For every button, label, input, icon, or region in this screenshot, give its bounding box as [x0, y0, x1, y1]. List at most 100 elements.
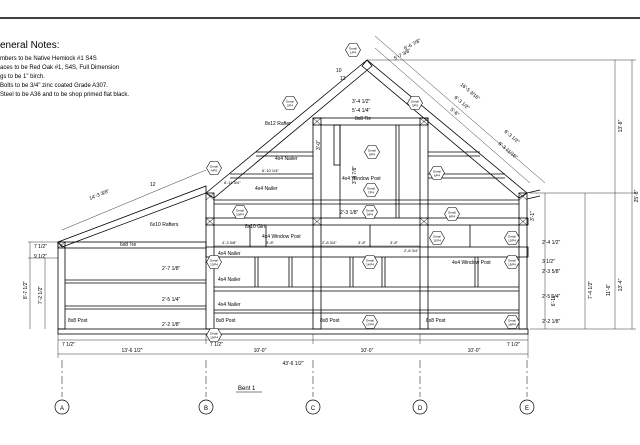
dim-right-3: 13'-4" — [618, 278, 624, 291]
detail-label: Detail — [448, 211, 456, 215]
detail-label: 13/P4 — [210, 263, 218, 267]
detail-hexagon — [363, 183, 379, 197]
dim-right-4: 11'-6" — [606, 284, 612, 297]
dim-rafter-2: 5'-7 3/8" — [393, 48, 412, 62]
dim-right-1: 13'-8" — [618, 119, 624, 132]
general-note-line: aces to be Red Oak #1, S4S, Full Dimensi… — [0, 65, 120, 71]
detail-label: Detail — [411, 100, 419, 104]
dim-center-2: 5'-4 1/4" — [352, 108, 371, 114]
grid-bubble-b — [198, 399, 214, 415]
timber-frame — [57, 59, 541, 335]
dim-center-5: 6'-10 1/4" — [262, 168, 279, 173]
grid-bubbles: A B C D E — [54, 399, 535, 415]
post-a — [57, 241, 66, 330]
grid-label-c: C — [311, 406, 316, 412]
detail-hexagon — [429, 166, 445, 180]
detail-label: Detail — [210, 165, 218, 169]
pitch-rise: 10 — [336, 68, 342, 74]
dim-span-2: 10'-0" — [254, 348, 267, 354]
detail-hexagon — [504, 255, 520, 269]
dim-right-small-2: 3 1/2" — [542, 259, 555, 265]
detail-hexagon — [504, 315, 520, 329]
general-note-line: mbers to be Native Hemlock #1 S4S — [0, 56, 97, 62]
detail-hexagon — [282, 96, 298, 110]
label-nailer-5: 4x4 Nailer — [218, 302, 241, 308]
label-window-post-2: 4x4 Window Post — [262, 234, 301, 240]
detail-callouts: Detail1/P4Detail2/P4Detail3/P3Detail4/P5… — [206, 43, 520, 342]
dim-right-5: 7'-4 1/2" — [588, 281, 594, 300]
drawing-title: Bent 1 — [238, 386, 256, 392]
detail-label: Detail — [433, 235, 441, 239]
detail-label: Detail — [508, 259, 516, 263]
left-dimensions — [28, 241, 58, 329]
label-nailer-2: 4x4 Nailer — [255, 186, 278, 192]
detail-label: 18/P4 — [508, 323, 516, 327]
detail-label: Detail — [210, 332, 218, 336]
grid-label-a: A — [60, 406, 64, 412]
dim-left-2: 7'-2 1/2" — [38, 286, 44, 305]
rafter-left — [205, 59, 373, 199]
detail-label: Detail — [368, 149, 376, 153]
general-note-line: gs to be 1" birch. — [0, 74, 45, 80]
grid-bubble-d — [412, 399, 428, 415]
detail-label: Detail — [286, 100, 294, 104]
grid-label-d: D — [418, 406, 423, 412]
dim-rafter-6: 6'-3 1/2" — [503, 129, 521, 146]
grid-bubble-e — [519, 399, 535, 415]
detail-label: Detail — [349, 47, 357, 51]
shed-tie — [57, 241, 207, 249]
detail-label: Detail — [508, 235, 516, 239]
detail-label: 4/P5 — [211, 169, 218, 173]
grid-label-b: B — [204, 406, 208, 412]
detail-label: 11/P4 — [433, 239, 441, 243]
general-notes: eneral Notes: mbers to be Native Hemlock… — [0, 40, 129, 100]
label-girt: 8x10 Girt — [245, 224, 266, 230]
dim-center-6: 6'-11 3/4" — [224, 180, 241, 185]
label-post-a: 8x8 Post — [68, 318, 88, 324]
label-nailer-1: 4x4 Nailer — [275, 156, 298, 162]
dim-center-7: 2'-3 1/8" — [340, 210, 359, 216]
pitch-run: 12 — [340, 76, 346, 82]
detail-hexagon — [206, 161, 222, 175]
detail-label: 15/P4 — [508, 263, 516, 267]
dim-window-5: 3'-8" — [390, 240, 399, 245]
detail-label: Detail — [433, 170, 441, 174]
detail-label: 7/P4 — [368, 191, 375, 195]
label-post-d: 8x8 Post — [426, 318, 446, 324]
label-tie-low: 6x8 Tie — [120, 242, 136, 248]
label-window-post-1: 4x4 Window Post — [342, 176, 381, 182]
dim-left-row-1: 2'-7 1/8" — [162, 266, 181, 272]
detail-label: Detail — [210, 259, 218, 263]
detail-label: 10/P4 — [236, 213, 244, 217]
detail-label: 8/P4 — [449, 215, 456, 219]
joint-marks — [57, 117, 528, 249]
detail-hexagon — [206, 255, 222, 269]
dim-window-6: 2'-8 3/4" — [404, 248, 419, 253]
detail-label: 12/P4 — [508, 239, 516, 243]
dim-shed-rafter: 14'-3 3/8" — [89, 188, 111, 202]
dim-left-1: 8'-7 1/2" — [23, 281, 29, 300]
detail-label: 17/P4 — [366, 323, 374, 327]
label-post-b: 8x8 Post — [216, 318, 236, 324]
detail-hexagon — [206, 328, 222, 342]
dim-window-4: 3'-8" — [358, 240, 367, 245]
dim-left-3: 7 1/2" — [34, 244, 47, 250]
detail-label: 1/P4 — [350, 51, 357, 55]
rafter-dimension-lines — [61, 35, 546, 231]
dim-overhang-left: 7 1/2" — [62, 342, 75, 348]
dim-span-3: 10'-0" — [361, 348, 374, 354]
dim-right-small-5: 2'-2 1/8" — [542, 319, 561, 325]
dim-window-2: 3'-8" — [266, 240, 275, 245]
detail-label: 5/P4 — [369, 153, 376, 157]
detail-label: Detail — [236, 209, 244, 213]
